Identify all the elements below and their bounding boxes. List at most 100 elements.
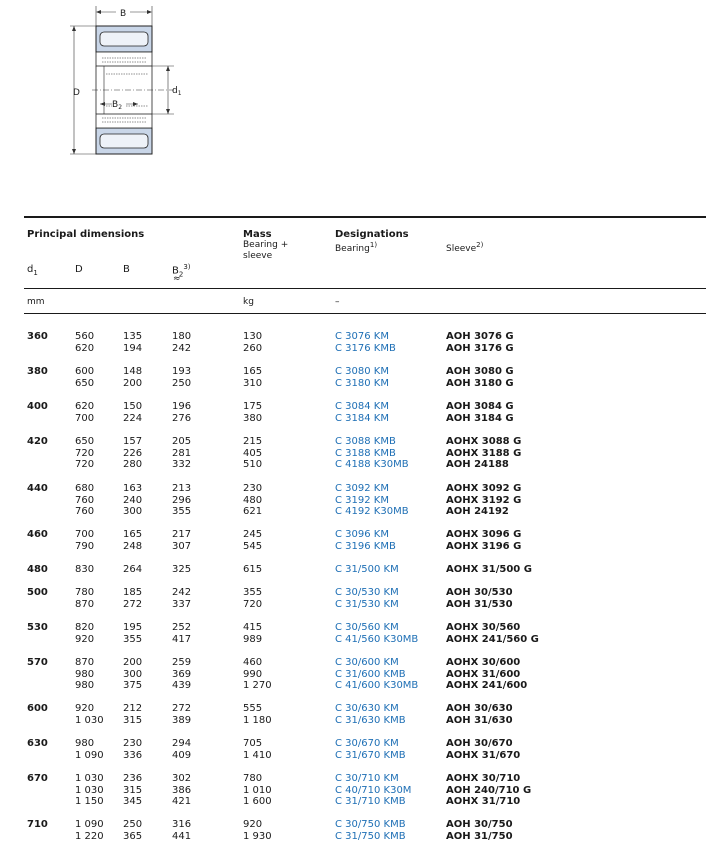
cell-D: 1 090 <box>75 749 104 761</box>
cell-D: 650 <box>75 377 95 389</box>
cell-sleeve-designation: AOH 3176 G <box>446 342 514 354</box>
header-col-B2-approx: ≈ <box>173 274 181 284</box>
header-col-D: D <box>75 264 83 275</box>
bearing-footnote: 1) <box>369 241 378 249</box>
cell-D: 560 <box>75 331 95 342</box>
header-sleeve: Sleeve2) <box>446 241 484 254</box>
cell-bearing-designation[interactable]: C 41/600 K30MB <box>335 680 419 691</box>
cell-bearing-designation[interactable]: C 30/710 KM <box>335 773 399 784</box>
cell-bearing-designation[interactable]: C 30/750 KMB <box>335 819 406 830</box>
cell-mass: 230 <box>243 483 263 494</box>
unit-kg: kg <box>243 297 254 307</box>
cell-sleeve-designation: AOH 3180 G <box>446 377 514 389</box>
cell-sleeve-designation: AOHX 30/710 <box>446 773 521 784</box>
cell-sleeve-designation: AOH 31/530 <box>446 598 513 610</box>
cell-bearing-designation[interactable]: C 41/560 K30MB <box>335 633 419 645</box>
cell-B2: 242 <box>172 342 192 354</box>
cell-bearing-designation[interactable]: C 3096 KM <box>335 529 389 540</box>
cell-B2: 252 <box>172 622 192 633</box>
cell-bearing-designation[interactable]: C 3088 KMB <box>335 436 396 447</box>
cell-B2: 281 <box>172 447 192 459</box>
cell-bearing-designation[interactable]: C 3192 KM <box>335 494 389 506</box>
cell-B: 355 <box>123 633 143 645</box>
cell-bearing-designation[interactable]: C 3180 KM <box>335 377 389 389</box>
cell-bearing-designation[interactable]: C 31/630 KMB <box>335 714 406 726</box>
cell-d1: 440 <box>27 483 48 494</box>
cell-bearing-designation[interactable]: C 3196 KMB <box>335 540 396 552</box>
cell-mass: 1 180 <box>243 714 272 726</box>
cell-sleeve-designation: AOH 30/530 <box>446 587 513 598</box>
cell-D: 1 030 <box>75 773 104 784</box>
cell-B: 365 <box>123 830 143 842</box>
cell-bearing-designation[interactable]: C 30/600 KM <box>335 657 399 668</box>
cell-bearing-designation[interactable]: C 40/710 K30M <box>335 784 412 796</box>
cell-bearing-designation[interactable]: C 31/750 KMB <box>335 830 406 842</box>
cell-B2: 417 <box>172 633 192 645</box>
cell-bearing-designation[interactable]: C 4188 K30MB <box>335 459 409 470</box>
cell-B-column: 264 <box>123 564 142 576</box>
cell-B: 375 <box>123 680 143 691</box>
cell-B: 200 <box>123 377 143 389</box>
cell-bearing-designation[interactable]: C 3084 KM <box>335 401 389 412</box>
cell-D: 620 <box>75 342 95 354</box>
cell-mass: 130 <box>243 331 263 342</box>
header-bearing: Bearing1) <box>335 241 378 254</box>
cell-bearing-designation[interactable]: C 30/530 KM <box>335 587 399 598</box>
cell-bearing-designation[interactable]: C 3188 KMB <box>335 447 396 459</box>
cell-bearing-designation[interactable]: C 31/600 KMB <box>335 668 406 680</box>
cell-bearing-designation[interactable]: C 31/710 KMB <box>335 796 406 807</box>
cell-D: 720 <box>75 447 95 459</box>
cell-sleeve-designation: AOH 24192 <box>446 506 509 517</box>
cell-B: 250 <box>123 819 143 830</box>
cell-B2: 386 <box>172 784 192 796</box>
cell-d1: 500 <box>27 587 48 598</box>
cell-bearing-designation[interactable]: C 3076 KM <box>335 331 389 342</box>
cell-B: 272 <box>123 598 143 610</box>
header-col-d1: d1 <box>27 264 38 277</box>
cell-D: 790 <box>75 540 95 552</box>
cell-D: 870 <box>75 657 95 668</box>
cell-d1: 380 <box>27 366 48 377</box>
cell-bearing-designation[interactable]: C 30/670 KM <box>335 738 399 749</box>
cell-bearing-designation[interactable]: C 3176 KMB <box>335 342 396 354</box>
cell-B: 163 <box>123 483 143 494</box>
cell-D: 820 <box>75 622 95 633</box>
cell-bearing-designation[interactable]: C 30/630 KM <box>335 703 399 714</box>
cell-bearing-designation[interactable]: C 30/560 KM <box>335 622 399 633</box>
cell-d1: 530 <box>27 622 48 633</box>
cell-bearing-designation[interactable]: C 3080 KM <box>335 366 389 377</box>
cell-bearing-designation[interactable]: C 3092 KM <box>335 483 389 494</box>
cell-bearing-designation[interactable]: C 31/670 KMB <box>335 749 406 761</box>
cell-bearing-designation[interactable]: C 3184 KM <box>335 412 389 424</box>
cell-bearing-designation[interactable]: C 31/500 KM <box>335 564 399 575</box>
cell-bearing-designation[interactable]: C 31/530 KM <box>335 598 399 610</box>
cell-bearing-designation[interactable]: C 4192 K30MB <box>335 506 409 517</box>
cell-sleeve-designation: AOHX 241/560 G <box>446 633 539 645</box>
cell-B: 165 <box>123 529 143 540</box>
cell-d1: 670 <box>27 773 48 784</box>
